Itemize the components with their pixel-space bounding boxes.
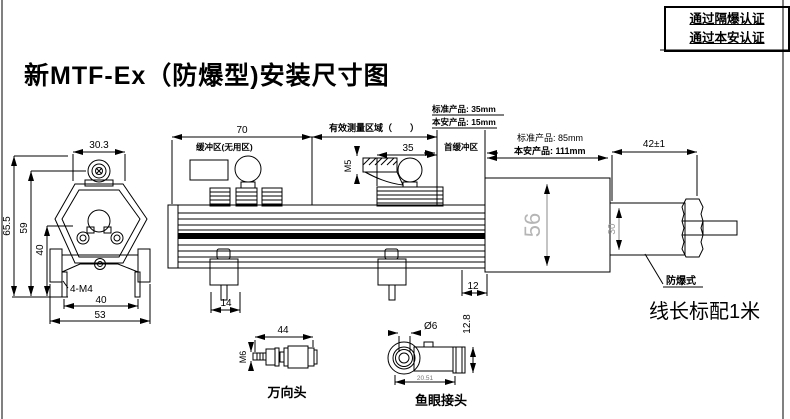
dim-end-gap: 12 [467,281,479,292]
cert-line-1: 通过隔爆认证 [689,12,765,26]
buffer-zone-label: 缓冲区(无用区) [196,142,253,152]
dim-buffer: 70 [236,125,248,136]
dim-fisheye-length: 20.51 [417,375,434,382]
certification-box: 通过隔爆认证 通过本安认证 [664,6,790,52]
front-buffer-isafe: 本安产品: 15mm [432,117,496,127]
front-buffer-std: 标准产品: 35mm [431,104,496,114]
dim-inner-height: 40 [35,244,46,256]
housing-std: 标准产品: 85mm [517,132,583,143]
side-view: 70 有效测量区域（ ） 缓冲区(无用区) 35 M5 首缓冲区 标准产品: 3… [167,104,738,313]
front-buffer-label: 首缓冲区 [444,142,479,152]
dim-overall-height: 65.5 [2,216,13,236]
dim-gland: 42±1 [643,139,666,150]
dim-head: 35 [402,143,414,154]
cert-line-2: 通过本安认证 [689,31,765,45]
fisheye-view: Ø6 12.8 20.51 鱼眼接头 [387,314,476,408]
cable-length-note: 线长标配1米 [649,301,761,323]
dim-hole: Ø6 [424,321,438,332]
housing-isafe: 本安产品: 111mm [514,145,586,156]
dim-mid-height: 59 [19,222,30,234]
fisheye-label: 鱼眼接头 [415,393,467,408]
dim-fisheye-height: 12.8 [462,314,473,334]
dim-cyl-height: 30 [607,223,618,235]
thread-label-m6: M6 [238,351,248,364]
universal-head-label: 万向头 [266,385,306,400]
dim-housing-height: 56 [520,213,545,237]
page-title: 新MTF-Ex（防爆型)安装尺寸图 [24,62,390,90]
dim-bolt-spacing: 40 [95,295,107,306]
universal-head-view: 44 M6 万向头 [238,325,318,400]
thread-label-m5: M5 [343,160,353,173]
dim-overall-width: 53 [94,310,106,321]
end-view: 30.3 65.5 59 40 4-M4 40 53 [2,140,151,324]
dim-top-width: 30.3 [89,140,109,151]
screw-note: 4-M4 [70,284,93,295]
dim-uh-length: 44 [277,325,289,336]
measure-area-label: 有效测量区域（ ） [329,122,419,133]
dim-clamp: 14 [220,298,232,309]
explosion-proof-label: 防爆式 [666,274,696,287]
